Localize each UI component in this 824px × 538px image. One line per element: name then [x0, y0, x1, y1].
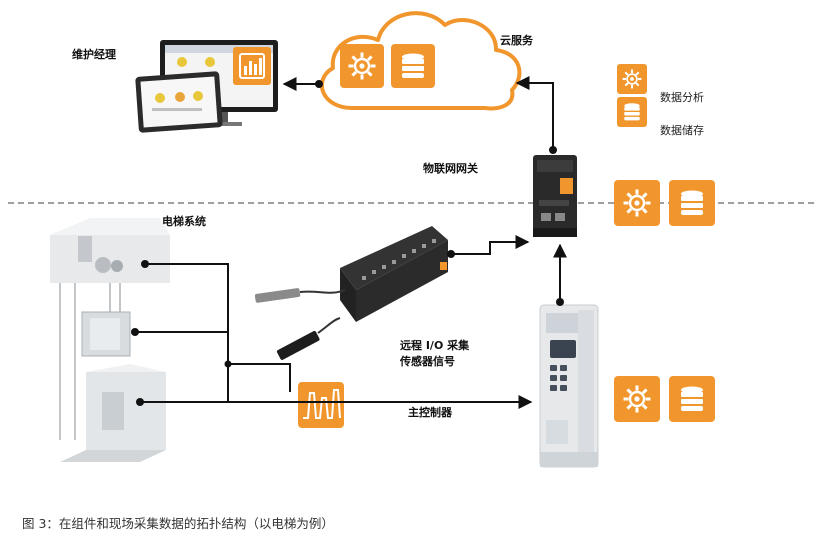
figure-caption: 图 3：在组件和现场采集数据的拓扑结构（以电梯为例）	[22, 516, 334, 531]
tablet-icon	[135, 71, 223, 133]
monitor-chart-icon	[233, 47, 271, 85]
elevator-bus-line	[145, 263, 229, 402]
remote-io-to-gateway-line	[451, 235, 530, 255]
controller-gear-icon	[614, 376, 660, 422]
legend-data-storage: 数据储存	[660, 124, 704, 137]
remote-io-module	[340, 226, 448, 322]
signal-waveform-icon	[298, 382, 344, 428]
iot-gateway-device	[533, 155, 577, 237]
sensor-1-icon	[254, 288, 346, 303]
connector-dots	[131, 80, 564, 406]
legend-data-analysis: 数据分析	[660, 91, 704, 104]
legend-gear-icon	[617, 64, 647, 94]
legend-database-icon	[617, 97, 647, 127]
label-sensor-signal: 传感器信号	[400, 355, 455, 368]
bus-to-remote-io-line	[228, 363, 291, 392]
label-elevator-system: 电梯系统	[162, 215, 206, 228]
connector-lines	[135, 76, 567, 409]
label-remote-io: 远程 I/O 采集	[400, 339, 470, 352]
sensor-2-icon	[276, 317, 341, 360]
controller-database-icon	[669, 376, 715, 422]
label-maintenance-manager: 维护经理	[72, 48, 116, 61]
label-cloud-service: 云服务	[500, 34, 533, 47]
gateway-to-cloud-line	[515, 76, 554, 150]
label-main-controller: 主控制器	[408, 406, 452, 419]
cloud-gear-icon	[340, 44, 384, 88]
label-iot-gateway: 物联网网关	[423, 162, 478, 175]
gateway-database-icon	[669, 180, 715, 226]
main-controller-device	[539, 304, 599, 468]
elevator-building	[50, 218, 170, 462]
cloud-database-icon	[391, 44, 435, 88]
gateway-gear-icon	[614, 180, 660, 226]
